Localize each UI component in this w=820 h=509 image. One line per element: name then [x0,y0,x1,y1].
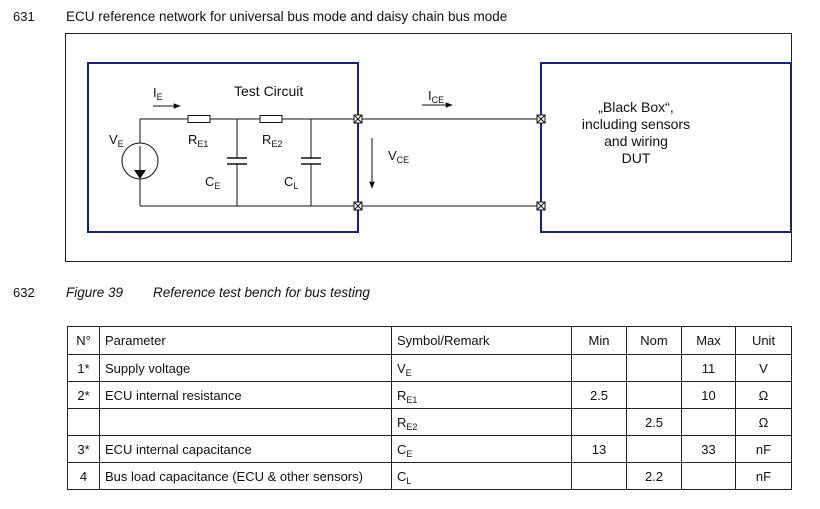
cell-symbol: CL [391,462,572,490]
line-number-632: 632 [13,285,35,300]
svg-text:and wiring: and wiring [604,133,668,149]
reference-values-table: N° Parameter Symbol/Remark Min Nom Max U… [67,326,792,490]
cell-unit: Ω [735,381,792,409]
label-re2: RE2 [262,132,282,149]
cell-symbol: RE2 [391,408,572,436]
svg-text:„Black Box“,: „Black Box“, [598,99,673,115]
cell-unit: V [735,354,792,382]
cell-min [571,462,627,490]
section-heading: ECU reference network for universal bus … [66,9,508,24]
cell-parameter: Supply voltage [99,354,392,382]
cell-parameter: ECU internal resistance [99,381,392,409]
cell-no [67,408,100,436]
cell-symbol: VE [391,354,572,382]
label-vce: VCE [388,148,409,165]
label-cl: CL [284,174,298,191]
table-row: 3* ECU internal capacitance CE 13 33 nF [67,435,792,463]
cell-no: 1* [67,354,100,382]
cell-min [571,354,627,382]
header-symbol: Symbol/Remark [391,326,572,355]
header-max: Max [681,326,736,355]
cell-parameter: ECU internal capacitance [99,435,392,463]
terminal-markers [353,114,546,211]
cell-unit: Ω [735,408,792,436]
cell-max: 11 [681,354,736,382]
table-header-row: N° Parameter Symbol/Remark Min Nom Max U… [67,326,792,355]
cell-nom [626,354,682,382]
cell-nom: 2.2 [626,462,682,490]
test-circuit-box [87,62,359,233]
cell-parameter [99,408,392,436]
cell-max: 10 [681,381,736,409]
resistor-re1 [187,115,211,123]
table-row: 4 Bus load capacitance (ECU & other sens… [67,462,792,490]
cell-max [681,408,736,436]
label-ice: ICE [428,88,444,105]
label-re1: RE1 [188,132,208,149]
svg-text:DUT: DUT [622,150,651,166]
table-row: 2* ECU internal resistance RE1 2.5 10 Ω [67,381,792,409]
line-number-631: 631 [13,9,35,24]
cell-no: 2* [67,381,100,409]
table-row: RE2 2.5 Ω [67,408,792,436]
cell-min: 2.5 [571,381,627,409]
cell-unit: nF [735,435,792,463]
label-test-circuit: Test Circuit [234,83,303,99]
cell-nom [626,381,682,409]
cell-min [571,408,627,436]
figure-caption: Figure 39 Reference test bench for bus te… [66,285,370,300]
cell-no: 3* [67,435,100,463]
header-min: Min [571,326,627,355]
circuit-diagram: IE Test Circuit VE RE1 RE2 CE CL ICE VCE… [65,33,792,262]
label-ie: IE [153,85,163,102]
cell-no: 4 [67,462,100,490]
figure-frame [65,33,792,262]
table-row: 1* Supply voltage VE 11 V [67,354,792,382]
svg-text:including sensors: including sensors [582,116,690,132]
label-ce: CE [205,174,220,191]
cell-symbol: CE [391,435,572,463]
black-box-text: „Black Box“, including sensors and wirin… [582,99,690,166]
header-nom: Nom [626,326,682,355]
black-box [540,62,792,233]
figure-number: Figure 39 [66,285,124,300]
cell-unit: nF [735,462,792,490]
figure-caption-text: Reference test bench for bus testing [153,285,370,300]
cell-max [681,462,736,490]
resistor-re2 [259,115,283,123]
cell-nom: 2.5 [626,408,682,436]
cell-nom [626,435,682,463]
cell-max: 33 [681,435,736,463]
cell-min: 13 [571,435,627,463]
cell-symbol: RE1 [391,381,572,409]
header-parameter: Parameter [99,326,392,355]
header-unit: Unit [735,326,792,355]
cell-parameter: Bus load capacitance (ECU & other sensor… [99,462,392,490]
header-no: N° [67,326,100,355]
label-ve: VE [109,132,124,149]
